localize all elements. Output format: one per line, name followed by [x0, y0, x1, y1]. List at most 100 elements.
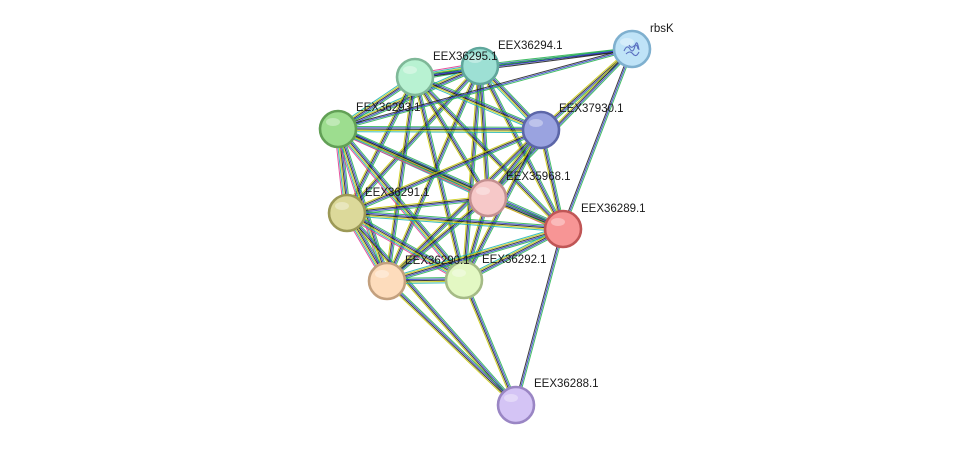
- node-eex36288-1[interactable]: [496, 385, 536, 425]
- edge-strand: [346, 65, 481, 214]
- edge-strand: [346, 209, 564, 227]
- edge-eex36293-1-to-eex37930-1: [337, 125, 542, 134]
- node-eex36294-1[interactable]: [460, 46, 500, 86]
- edge-eex36291-1-to-eex36289-1: [346, 209, 564, 233]
- edge-strand: [413, 77, 563, 231]
- node-label-eex36292-1: EEX36292.1: [482, 254, 547, 266]
- edge-strand: [387, 130, 543, 283]
- edge-strand: [346, 65, 481, 214]
- edge-strand: [465, 278, 519, 405]
- edge-strand: [346, 196, 489, 213]
- edge-strand: [346, 215, 564, 233]
- edge-eex36290-1-to-eex36288-1: [385, 279, 518, 407]
- edge-strand: [386, 228, 564, 282]
- node-highlight: [476, 187, 490, 195]
- node-label-eex36291-1: EEX36291.1: [365, 187, 430, 199]
- node-highlight: [551, 218, 565, 226]
- node-highlight: [403, 66, 417, 74]
- node-highlight: [504, 394, 518, 402]
- node-label-eex36295-1: EEX36295.1: [433, 51, 498, 63]
- node-circle[interactable]: [395, 57, 435, 97]
- edge-strand: [478, 65, 563, 230]
- node-circle[interactable]: [468, 178, 508, 218]
- node-circle[interactable]: [444, 260, 484, 300]
- edge-strand: [385, 195, 488, 280]
- edge-eex37930-1-to-eex36290-1: [385, 128, 543, 283]
- node-highlight: [620, 38, 634, 46]
- edge-strand: [561, 48, 632, 230]
- node-eex36295-1[interactable]: [395, 57, 435, 97]
- edge-strand: [346, 212, 517, 406]
- node-circle[interactable]: [460, 46, 500, 86]
- edge-strand: [346, 211, 465, 280]
- edge-eex36294-1-to-eex36291-1: [345, 64, 482, 215]
- edge-strand: [338, 128, 465, 281]
- edge-strand: [386, 229, 564, 283]
- edge-strand: [488, 49, 634, 200]
- node-eex36292-1[interactable]: [444, 260, 484, 300]
- edge-strand: [339, 127, 466, 280]
- edge-strand: [346, 128, 542, 213]
- edge-strand: [387, 199, 490, 284]
- edge-strand: [338, 66, 482, 131]
- edge-strand: [344, 215, 463, 284]
- node-eex36291-1[interactable]: [327, 193, 367, 233]
- node-rbsk[interactable]: [612, 29, 652, 69]
- edge-strand: [386, 280, 517, 406]
- edge-strand: [385, 281, 516, 407]
- node-eex37930-1[interactable]: [521, 110, 561, 150]
- edge-strand: [347, 131, 543, 216]
- edge-strand: [415, 74, 543, 129]
- node-eex36290-1[interactable]: [367, 261, 407, 301]
- edge-strand: [562, 48, 633, 230]
- edge-strand: [340, 126, 467, 279]
- node-circle[interactable]: [521, 110, 561, 150]
- edge-eex36292-1-to-eex36288-1: [461, 278, 519, 407]
- node-circle[interactable]: [543, 209, 583, 249]
- node-highlight: [335, 202, 349, 210]
- edge-strand: [385, 128, 541, 281]
- edge-eex36289-1-to-eex36288-1: [514, 228, 565, 406]
- edge-eex36293-1-to-eex36289-1: [336, 125, 565, 233]
- node-label-eex36288-1: EEX36288.1: [534, 378, 599, 390]
- edge-strand: [563, 48, 634, 230]
- edge-strand: [337, 129, 542, 132]
- edge-strand: [514, 228, 563, 406]
- node-circle[interactable]: [318, 109, 358, 149]
- edge-strand: [386, 227, 564, 281]
- edge-strand: [414, 76, 542, 131]
- node-eex35968-1[interactable]: [468, 178, 508, 218]
- node-circle[interactable]: [367, 261, 407, 301]
- edges-layer: [334, 47, 634, 407]
- node-label-eex36293-1: EEX36293.1: [356, 102, 421, 114]
- edge-strand: [413, 76, 488, 199]
- edge-strand: [464, 279, 518, 406]
- edge-strand: [539, 47, 632, 130]
- edge-strand: [337, 65, 481, 130]
- nodes-layer: [318, 29, 652, 425]
- edge-strand: [337, 131, 542, 134]
- node-eex36289-1[interactable]: [543, 209, 583, 249]
- edge-strand: [387, 230, 565, 284]
- node-circle[interactable]: [612, 29, 652, 69]
- node-eex36293-1[interactable]: [318, 109, 358, 149]
- edge-strand: [414, 47, 633, 77]
- edge-strand: [346, 213, 465, 282]
- edge-strand: [515, 228, 564, 406]
- edge-strand: [337, 48, 633, 130]
- node-circle[interactable]: [327, 193, 367, 233]
- edge-strand: [462, 279, 516, 406]
- node-circle[interactable]: [496, 385, 536, 425]
- edge-strand: [415, 75, 542, 130]
- edge-strand: [337, 128, 542, 131]
- node-label-rbsk: rbsK: [650, 23, 674, 35]
- edge-strand: [388, 76, 418, 282]
- edge-strand: [345, 214, 464, 283]
- edge-strand: [386, 129, 542, 282]
- edge-eex36291-1-to-eex36288-1: [345, 211, 518, 407]
- edge-strand: [337, 125, 542, 128]
- node-highlight: [468, 55, 482, 63]
- edge-rbsk-to-eex36289-1: [561, 48, 634, 230]
